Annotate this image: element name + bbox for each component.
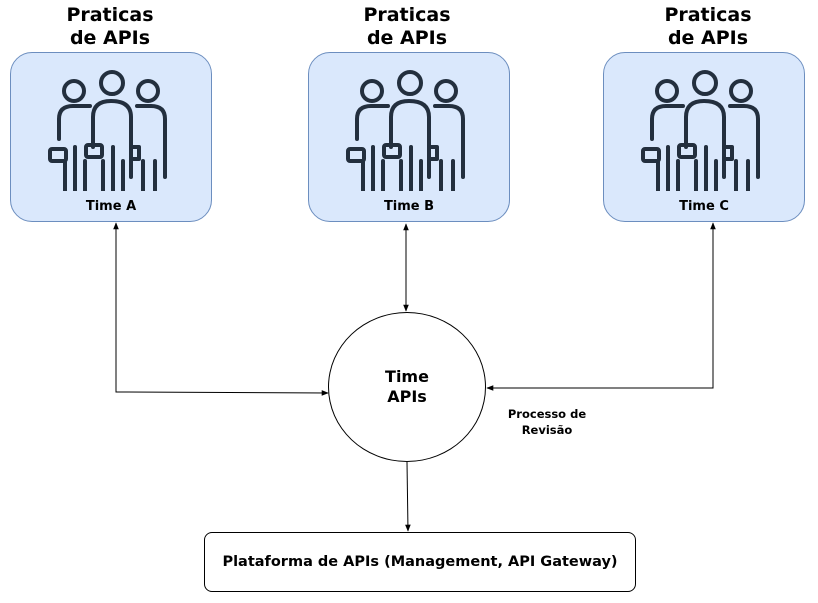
time-apis-label: Time APIs	[329, 367, 485, 407]
platform-label: Plataforma de APIs (Management, API Gate…	[222, 554, 618, 570]
people-group-icon	[641, 70, 760, 191]
team-a-heading-line2: de APIs	[69, 27, 151, 49]
team-a-box[interactable]: Time A	[10, 52, 212, 222]
review-process-line2: Revisão	[521, 423, 573, 437]
time-apis-label-line2: APIs	[387, 387, 427, 406]
team-c-heading-line2: de APIs	[667, 27, 749, 49]
team-c-label: Time C	[679, 199, 729, 214]
connector-center-to-platform	[405, 461, 411, 532]
time-apis-label-line1: Time	[385, 367, 429, 386]
team-b-label: Time B	[383, 199, 435, 214]
people-group-icon	[346, 70, 465, 191]
review-process-label: Processo de Revisão	[497, 406, 597, 438]
team-a-heading: Praticas de APIs	[20, 4, 200, 50]
people-group-icon	[48, 70, 167, 191]
team-a-label: Time A	[85, 199, 137, 214]
connector-team-a-to-center	[113, 222, 329, 396]
team-c-box[interactable]: Time C	[603, 52, 805, 222]
team-a-heading-line1: Praticas	[66, 4, 154, 26]
team-c-heading-line1: Praticas	[664, 4, 752, 26]
team-b-heading-line2: de APIs	[366, 27, 448, 49]
connector-team-c-to-center	[486, 222, 716, 391]
team-c-heading: Praticas de APIs	[618, 4, 798, 50]
platform-box[interactable]: Plataforma de APIs (Management, API Gate…	[204, 532, 636, 592]
team-b-heading-line1: Praticas	[363, 4, 451, 26]
team-b-heading: Praticas de APIs	[317, 4, 497, 50]
review-process-line1: Processo de	[507, 407, 587, 421]
team-b-box[interactable]: Time B	[308, 52, 510, 222]
time-apis-circle[interactable]: Time APIs	[328, 312, 486, 462]
